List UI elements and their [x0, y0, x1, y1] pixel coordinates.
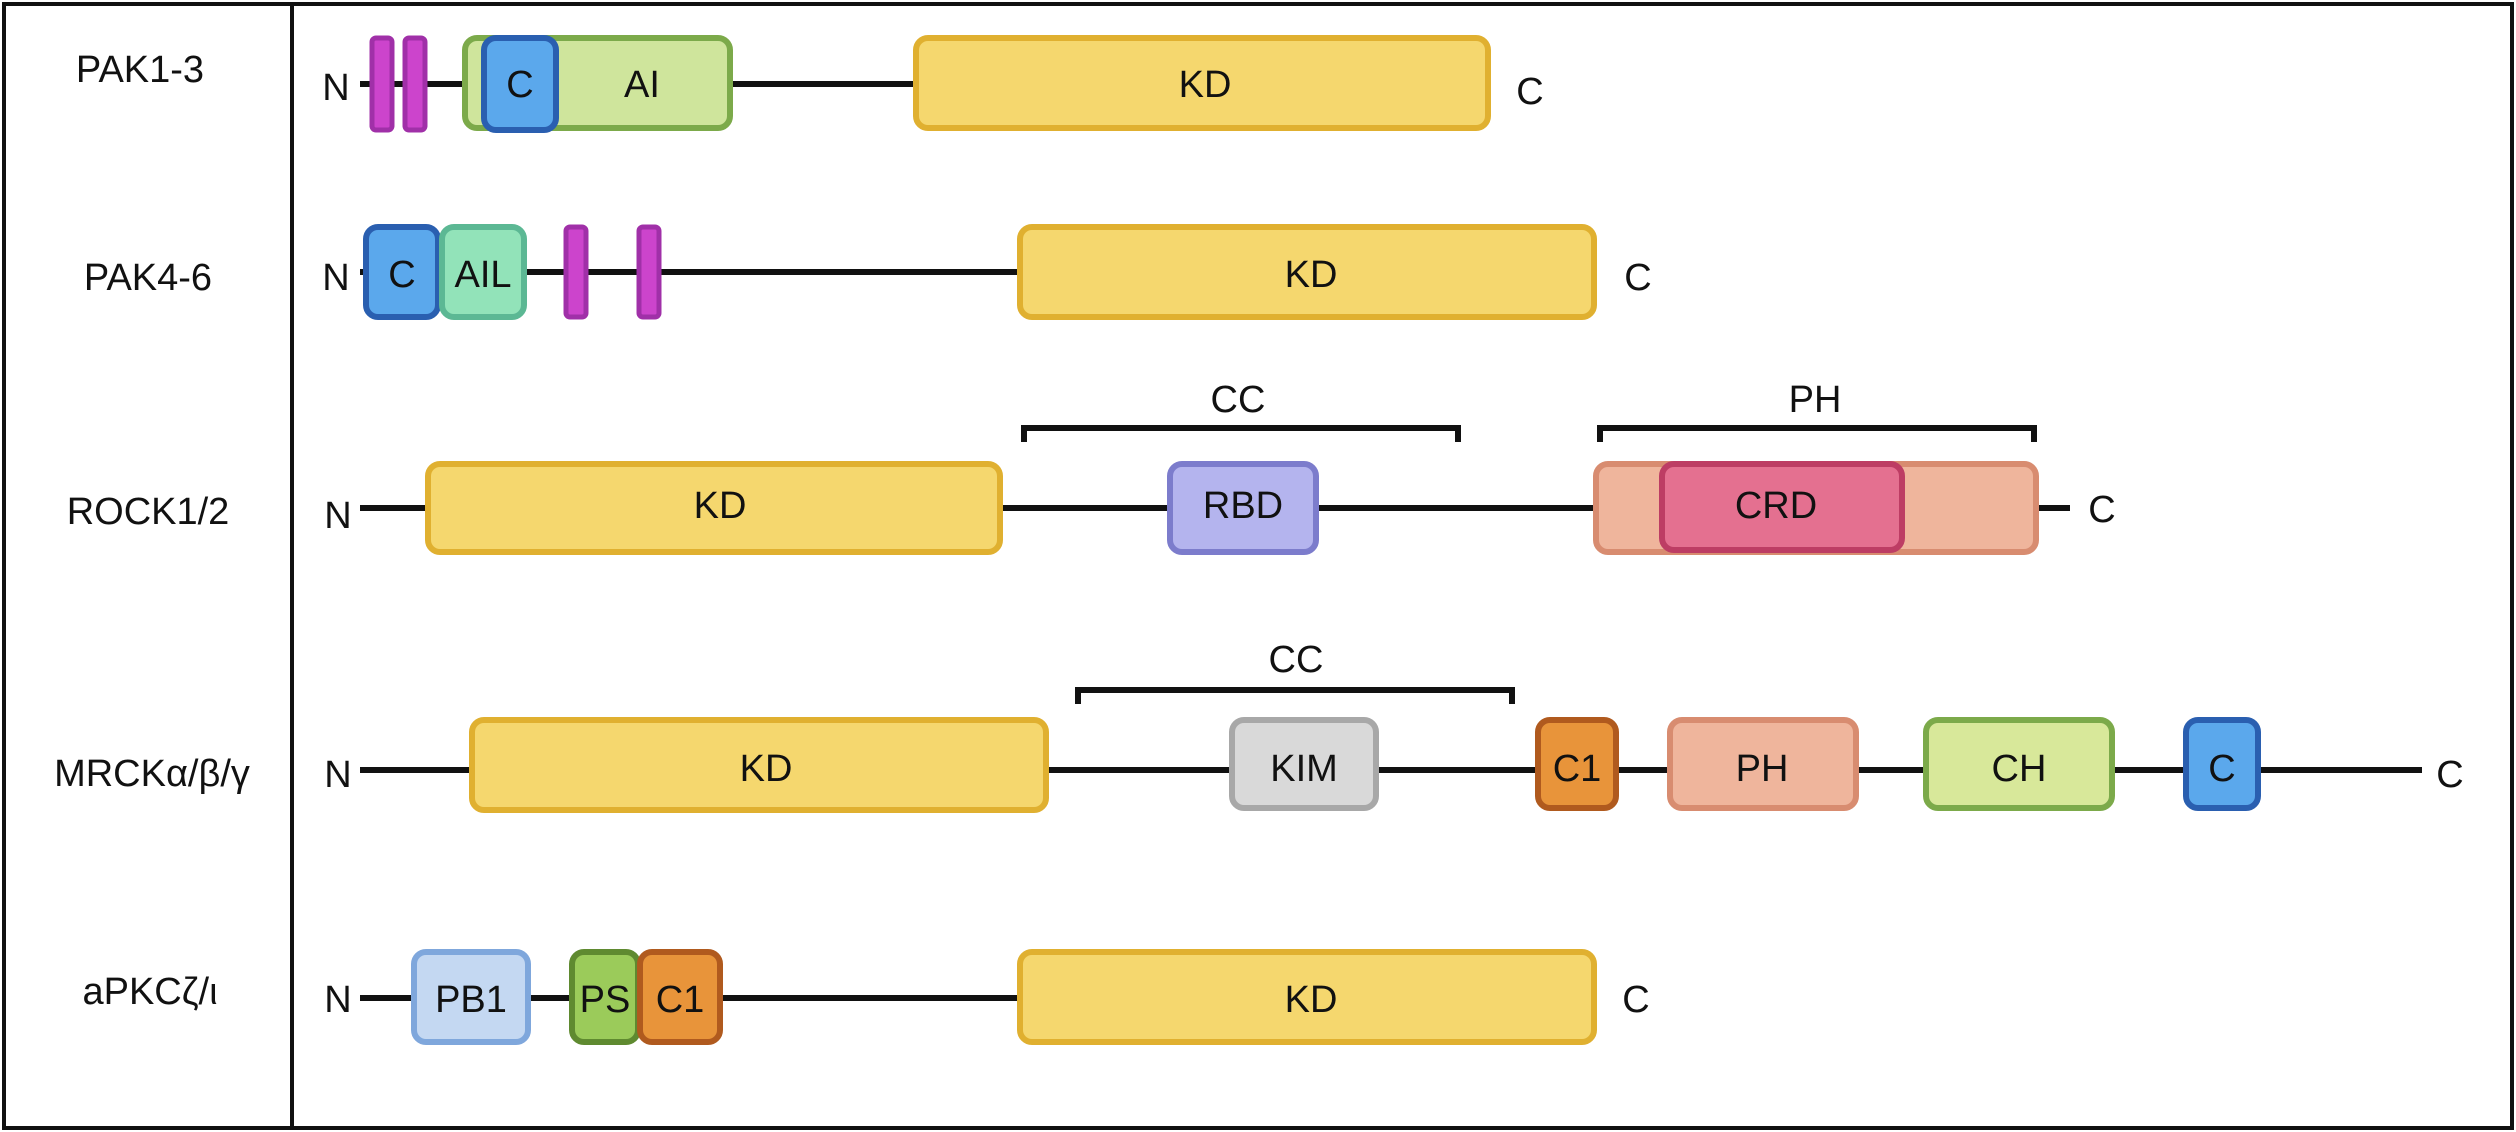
- domain-label: C1: [1553, 748, 1602, 790]
- c-terminus-label: C: [1622, 979, 1649, 1021]
- domain-label: AI: [624, 64, 660, 106]
- row-pak4-6: PAK4-6 N C C AIL KD: [84, 224, 1652, 320]
- domain-label: C: [506, 64, 533, 106]
- row-label: PAK1-3: [76, 49, 204, 91]
- domain-box: [1167, 461, 1319, 555]
- n-terminus-label: N: [324, 979, 351, 1021]
- domain-box: [1659, 461, 1905, 553]
- domain-box: [637, 949, 723, 1045]
- n-terminus-label: N: [322, 257, 349, 299]
- domain-label: PB1: [435, 979, 507, 1021]
- row-apkc: aPKCζ/ι N C PB1 PS C1 KD: [82, 949, 1650, 1045]
- domain-label: PS: [580, 979, 631, 1021]
- n-terminus-label: N: [322, 67, 349, 109]
- row-rock1-2: ROCK1/2 N C CC PH KD RBD CRD: [67, 379, 2116, 555]
- domain-label: RBD: [1203, 485, 1283, 527]
- domain-label: KD: [1285, 979, 1338, 1021]
- domain-label: KD: [694, 485, 747, 527]
- c-terminus-label: C: [2088, 489, 2115, 531]
- domain-label: AIL: [454, 254, 511, 296]
- domain-box: [469, 717, 1049, 813]
- cc-bracket: [1021, 425, 1461, 442]
- row-pak1-3: PAK1-3 N C AI C KD: [76, 35, 1544, 133]
- row-label: aPKCζ/ι: [82, 971, 217, 1013]
- domain-box: [913, 35, 1491, 131]
- n-terminus-label: N: [324, 754, 351, 796]
- bracket-label: PH: [1789, 379, 1842, 421]
- domain-box: [411, 949, 531, 1045]
- domain-label: CH: [1992, 748, 2047, 790]
- c-terminus-label: C: [1624, 257, 1651, 299]
- domain-label: PH: [1736, 748, 1789, 790]
- bracket-label: CC: [1269, 639, 1324, 681]
- domain-label: KD: [740, 748, 793, 790]
- domain-label: C: [388, 254, 415, 296]
- domain-label: CRD: [1735, 485, 1817, 527]
- c-terminus-label: C: [2436, 754, 2463, 796]
- domain-box: [425, 461, 1003, 555]
- domain-box: [439, 224, 527, 320]
- domain-label: KD: [1285, 254, 1338, 296]
- domain-box: [636, 224, 662, 320]
- domain-box: [563, 224, 589, 320]
- domain-label: C: [2208, 748, 2235, 790]
- domain-box: [1923, 717, 2115, 811]
- domain-box: [481, 35, 559, 133]
- row-label: PAK4-6: [84, 257, 212, 299]
- row-label: MRCKα/β/γ: [54, 753, 250, 795]
- domain-label: C1: [656, 979, 705, 1021]
- ph-bracket: [1597, 425, 2037, 442]
- domain-label: KD: [1179, 64, 1232, 106]
- domain-box: [1667, 717, 1859, 811]
- domain-box: [369, 35, 395, 133]
- domain-box: [2183, 717, 2261, 811]
- domain-box: [1535, 717, 1619, 811]
- cc-bracket: [1075, 687, 1515, 704]
- row-label: ROCK1/2: [67, 491, 230, 533]
- bracket-label: CC: [1211, 379, 1266, 421]
- n-terminus-label: N: [324, 495, 351, 537]
- domain-box: [1017, 949, 1597, 1045]
- domain-box: [402, 35, 428, 133]
- domain-box: [1229, 717, 1379, 811]
- domain-box: [1017, 224, 1597, 320]
- c-terminus-label: C: [1516, 71, 1543, 113]
- row-mrck: MRCKα/β/γ N C CC KD KIM C1 PH CH C: [54, 639, 2464, 813]
- domain-box: [363, 224, 441, 320]
- domain-label: KIM: [1270, 748, 1338, 790]
